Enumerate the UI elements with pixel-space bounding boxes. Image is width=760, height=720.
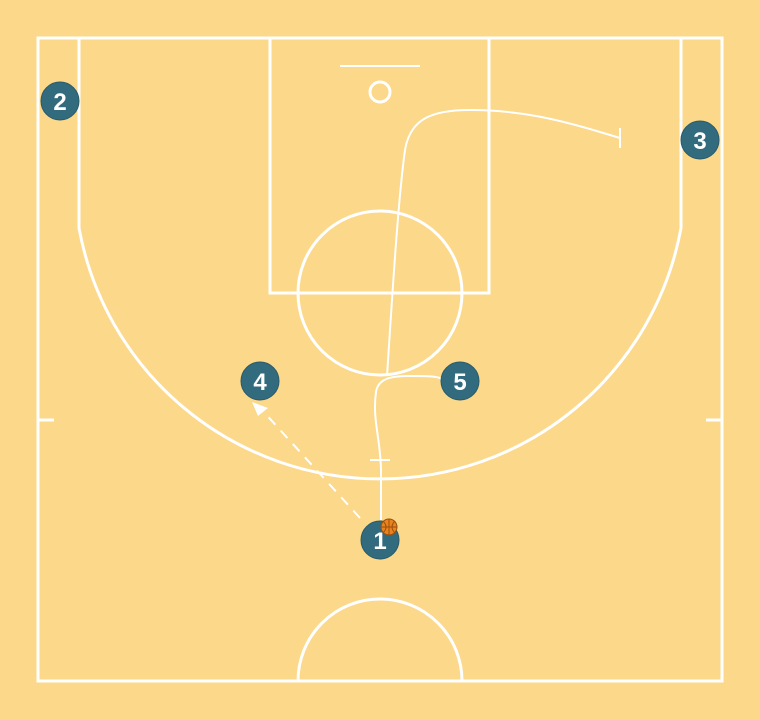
player-2-label: 2 [53,89,66,116]
basketball-icon [380,518,398,536]
player-3[interactable]: 3 [680,120,720,160]
center-circle [296,597,464,682]
pass-arrowhead [252,402,268,416]
cut-path-long [386,108,621,377]
player-3-label: 3 [693,128,706,155]
player-4[interactable]: 4 [240,361,280,401]
three-point-line [77,38,683,481]
player-5[interactable]: 5 [440,361,480,401]
player-1-label: 1 [373,528,386,555]
pass-line-1-to-4 [261,409,361,519]
paint-key [268,36,491,295]
free-throw-circle [296,209,464,377]
player-5-label: 5 [453,369,466,396]
basket-rim [368,80,392,104]
cut-path-1 [373,374,443,520]
player-2[interactable]: 2 [40,81,80,121]
player-4-label: 4 [253,369,267,396]
